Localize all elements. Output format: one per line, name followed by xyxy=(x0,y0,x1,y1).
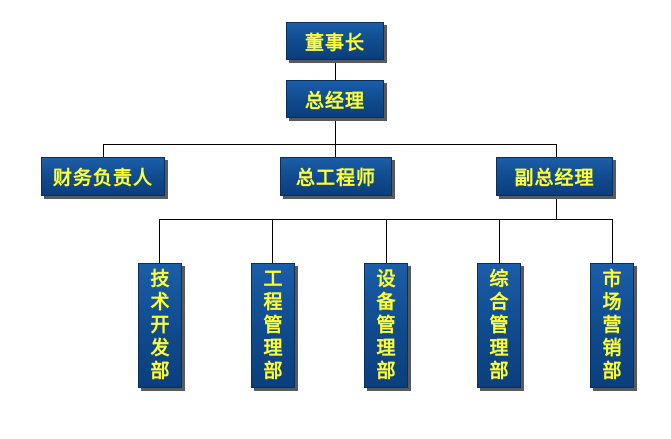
department-label: 技术开发部 xyxy=(150,268,170,382)
department-box-tech-dev: 技术开发部 xyxy=(138,263,182,388)
finance-head-label: 财务负责人 xyxy=(52,167,153,189)
chairman-label: 董事长 xyxy=(304,31,365,54)
general-manager-box: 总经理 xyxy=(286,80,384,118)
chief-engineer-box: 总工程师 xyxy=(280,157,392,196)
department-label: 市场营销部 xyxy=(602,268,622,382)
deputy-general-manager-box: 副总经理 xyxy=(496,157,613,196)
department-label: 综合管理部 xyxy=(489,268,509,382)
chief-engineer-label: 总工程师 xyxy=(295,167,376,189)
department-box-engineering: 工程管理部 xyxy=(251,263,295,388)
finance-head-box: 财务负责人 xyxy=(41,157,165,196)
department-box-general-admin: 综合管理部 xyxy=(477,263,521,388)
deputy-general-manager-label: 副总经理 xyxy=(514,167,595,189)
chairman-box: 董事长 xyxy=(286,22,384,60)
general-manager-label: 总经理 xyxy=(304,89,365,112)
department-label: 设备管理部 xyxy=(376,268,396,382)
department-label: 工程管理部 xyxy=(263,268,283,382)
department-box-equipment: 设备管理部 xyxy=(364,263,408,388)
department-box-marketing: 市场营销部 xyxy=(590,263,634,388)
